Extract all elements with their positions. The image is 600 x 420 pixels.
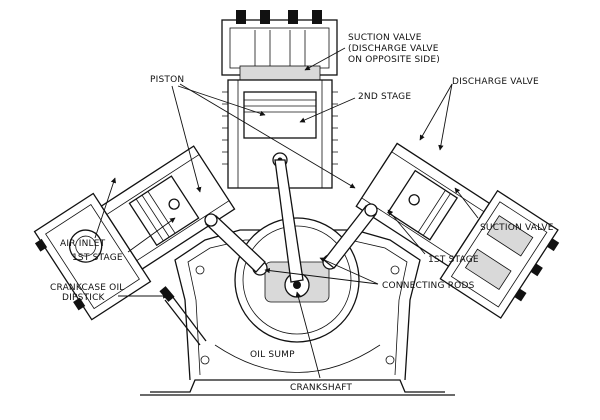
label-piston: PISTON (150, 75, 184, 85)
label-group: SUCTION VALVE (DISCHARGE VALVE ON OPPOSI… (50, 33, 554, 393)
label-air-inlet: AIR INLET (60, 239, 106, 249)
leader-lines (94, 47, 479, 379)
label-first-stage-right: 1ST STAGE (428, 255, 479, 265)
label-suction-valve-right: SUCTION VALVE (480, 223, 554, 233)
label-second-stage: 2ND STAGE (358, 92, 411, 102)
label-discharge-note-1: (DISCHARGE VALVE (348, 44, 439, 54)
first-stage-cylinder-left (33, 145, 236, 321)
label-connecting-rods: CONNECTING RODS (382, 281, 475, 291)
first-stage-cylinder-right (355, 142, 560, 319)
label-oil-sump: OIL SUMP (250, 350, 295, 360)
label-discharge-note-2: ON OPPOSITE SIDE) (348, 55, 440, 65)
dipstick (159, 286, 207, 346)
label-crankcase-oil-2: DIPSTICK (62, 293, 106, 303)
label-discharge-valve: DISCHARGE VALVE (452, 77, 539, 87)
second-stage-cylinder (221, 10, 338, 283)
label-crankcase-oil-1: CRANKCASE OIL (50, 283, 125, 293)
label-suction-valve-top: SUCTION VALVE (348, 33, 422, 43)
label-first-stage-left: 1ST STAGE (72, 253, 123, 263)
label-crankshaft: CRANKSHAFT (290, 383, 352, 393)
